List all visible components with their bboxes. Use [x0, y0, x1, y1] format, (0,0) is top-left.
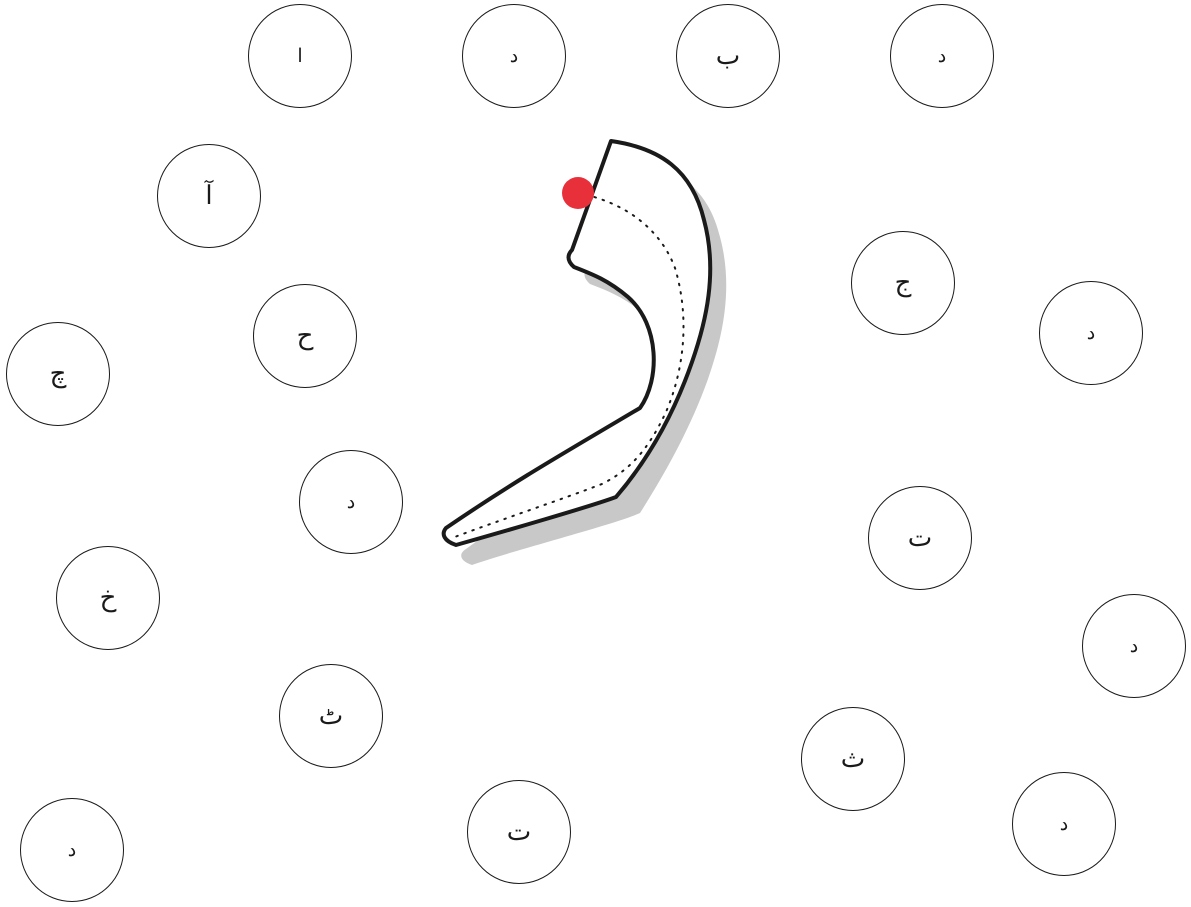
bubble-letter: د: [68, 841, 76, 860]
bubble-letter: ح: [297, 323, 314, 349]
bubble-letter: ا: [297, 47, 302, 66]
letter-bubble-dal[interactable]: د: [890, 4, 994, 108]
letter-bubble-che[interactable]: چ: [6, 322, 110, 426]
bubble-letter: خ: [100, 585, 117, 611]
letter-bubble-hay[interactable]: ح: [253, 284, 357, 388]
letter-bubble-dal[interactable]: د: [1039, 281, 1143, 385]
bubble-letter: د: [938, 47, 946, 66]
letter-bubble-dal[interactable]: د: [299, 450, 403, 554]
bubble-letter: د: [1060, 815, 1068, 834]
bubble-letter: ج: [895, 270, 912, 296]
letter-bubble-dal[interactable]: د: [20, 798, 124, 902]
bubble-letter: آ: [205, 183, 212, 209]
bubble-letter: د: [510, 47, 518, 66]
letter-bubble-te[interactable]: ت: [467, 780, 571, 884]
bubble-letter: چ: [50, 361, 67, 387]
letter-bubble-se[interactable]: ث: [801, 707, 905, 811]
letter-bubble-be[interactable]: ب: [676, 4, 780, 108]
letter-bubble-jeem[interactable]: ج: [851, 231, 955, 335]
letter-bubble-alif[interactable]: ا: [248, 4, 352, 108]
letter-bubble-tte[interactable]: ٹ: [279, 664, 383, 768]
letter-bubble-dal[interactable]: د: [1082, 594, 1186, 698]
bubble-letter: د: [1130, 637, 1138, 656]
bubble-letter: د: [1087, 324, 1095, 343]
bubble-letter: د: [347, 493, 355, 512]
bubble-letter: ث: [841, 746, 865, 772]
bubble-letter: ت: [908, 525, 932, 551]
letter-bubble-dal[interactable]: د: [1012, 772, 1116, 876]
letter-bubble-khe[interactable]: خ: [56, 546, 160, 650]
letter-bubble-alif-madda[interactable]: آ: [157, 144, 261, 248]
letter-bubble-dal[interactable]: د: [462, 4, 566, 108]
letter-bubble-te[interactable]: ت: [868, 486, 972, 590]
trace-start-dot[interactable]: [562, 177, 594, 209]
bubble-letter: ت: [507, 819, 531, 845]
bubble-letter: ب: [716, 43, 740, 69]
bubble-letter: ٹ: [319, 703, 343, 729]
